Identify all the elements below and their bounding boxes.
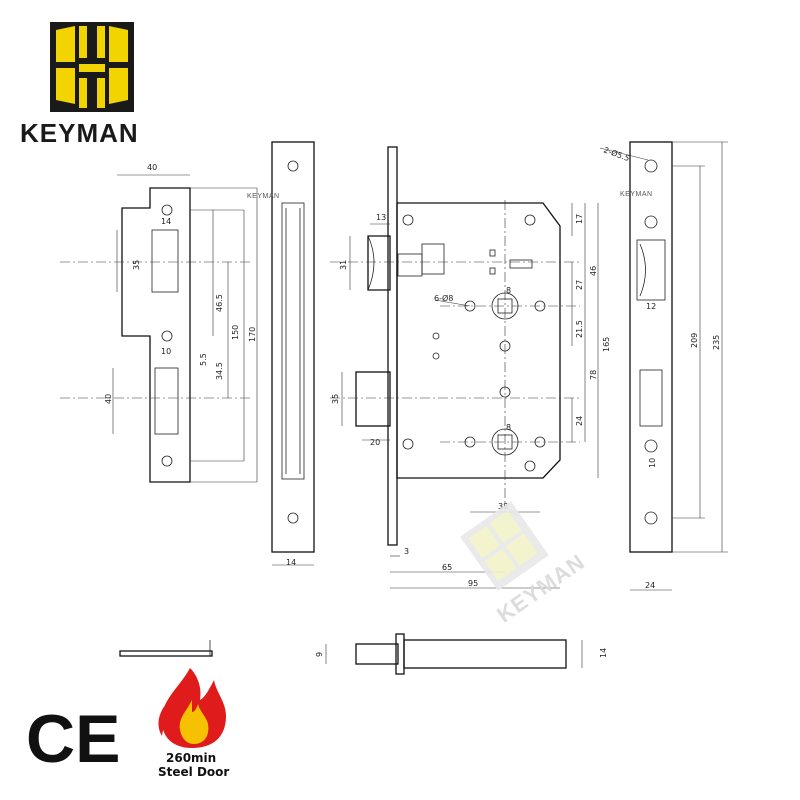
strike-dim-40: 40 xyxy=(147,163,157,172)
faceplate-dim-12: 12 xyxy=(646,302,656,311)
faceplate-dim-24: 24 xyxy=(645,581,655,590)
flame-icon xyxy=(158,668,226,748)
lock-dim-95: 95 xyxy=(468,579,478,588)
lock-dim-20: 20 xyxy=(370,438,380,447)
spindle-dim-9: 9 xyxy=(315,652,324,657)
lock-dim-78: 78 xyxy=(589,370,598,380)
strike-dim-10: 10 xyxy=(161,347,171,356)
lock-dim-17: 17 xyxy=(575,214,584,224)
strike-dim-14: 14 xyxy=(161,217,171,226)
lock-dim-38: 38 xyxy=(498,502,508,511)
strike-dim-40b: 40 xyxy=(104,394,113,404)
watermark-small-1: KEYMAN xyxy=(247,193,280,200)
ce-mark: CE xyxy=(26,701,120,777)
strike-dim-34-5: 34.5 xyxy=(215,362,224,380)
lock-dim-3: 3 xyxy=(404,547,409,556)
faceplate-front-drawing: 2-Ø5.5 209 235 12 10 24 KEYMAN xyxy=(599,141,728,591)
lock-dim-46: 46 xyxy=(589,266,598,276)
faceplate-side-dim-14: 14 xyxy=(286,558,296,567)
lock-dim-6-8: 6-Ø8 xyxy=(434,293,453,303)
faceplate-dim-10: 10 xyxy=(648,458,657,468)
fire-rating-badge: 260min Steel Door xyxy=(158,668,229,779)
strike-dim-170: 170 xyxy=(248,327,257,342)
lock-dim-8b: 8 xyxy=(506,423,511,432)
lock-dim-21-5: 21.5 xyxy=(575,320,584,338)
fire-rating-door: Steel Door xyxy=(158,765,229,779)
strike-dim-150: 150 xyxy=(231,325,240,340)
lock-dim-8a: 8 xyxy=(506,286,511,295)
spindle-dim-14: 14 xyxy=(599,648,608,658)
lock-body-drawing: 13 31 6-Ø8 35 20 17 46 27 21.5 165 78 8 … xyxy=(330,146,611,589)
flat-part-drawing xyxy=(119,640,213,657)
strike-plate-drawing: 40 14 35 46.5 150 170 5.5 34.5 10 40 xyxy=(60,163,258,483)
brand-name: KEYMAN xyxy=(20,118,139,148)
faceplate-dim-235: 235 xyxy=(712,335,721,350)
fire-rating-minutes: 260min xyxy=(166,751,216,765)
lock-dim-31: 31 xyxy=(339,260,348,270)
faceplate-dim-209: 209 xyxy=(690,333,699,348)
strike-dim-46-5: 46.5 xyxy=(215,294,224,312)
faceplate-dim-2-5-5: 2-Ø5.5 xyxy=(602,144,631,163)
lock-dim-165: 165 xyxy=(602,337,611,352)
lock-dim-13: 13 xyxy=(376,213,386,222)
logo-mark xyxy=(50,22,134,112)
strike-dim-35: 35 xyxy=(132,260,141,270)
lock-dim-35: 35 xyxy=(331,394,340,404)
lock-dim-27: 27 xyxy=(575,280,584,290)
spindle-drawing: 9 14 xyxy=(315,633,608,675)
keyman-watermark: KEYMAN xyxy=(460,501,590,628)
faceplate-side-drawing: 14 KEYMAN xyxy=(247,141,315,567)
strike-dim-5-5: 5.5 xyxy=(199,353,208,366)
lock-dim-24: 24 xyxy=(575,416,584,426)
lock-dim-65: 65 xyxy=(442,563,452,572)
watermark-small-2: KEYMAN xyxy=(620,191,653,198)
keyman-logo: KEYMAN xyxy=(20,22,139,148)
